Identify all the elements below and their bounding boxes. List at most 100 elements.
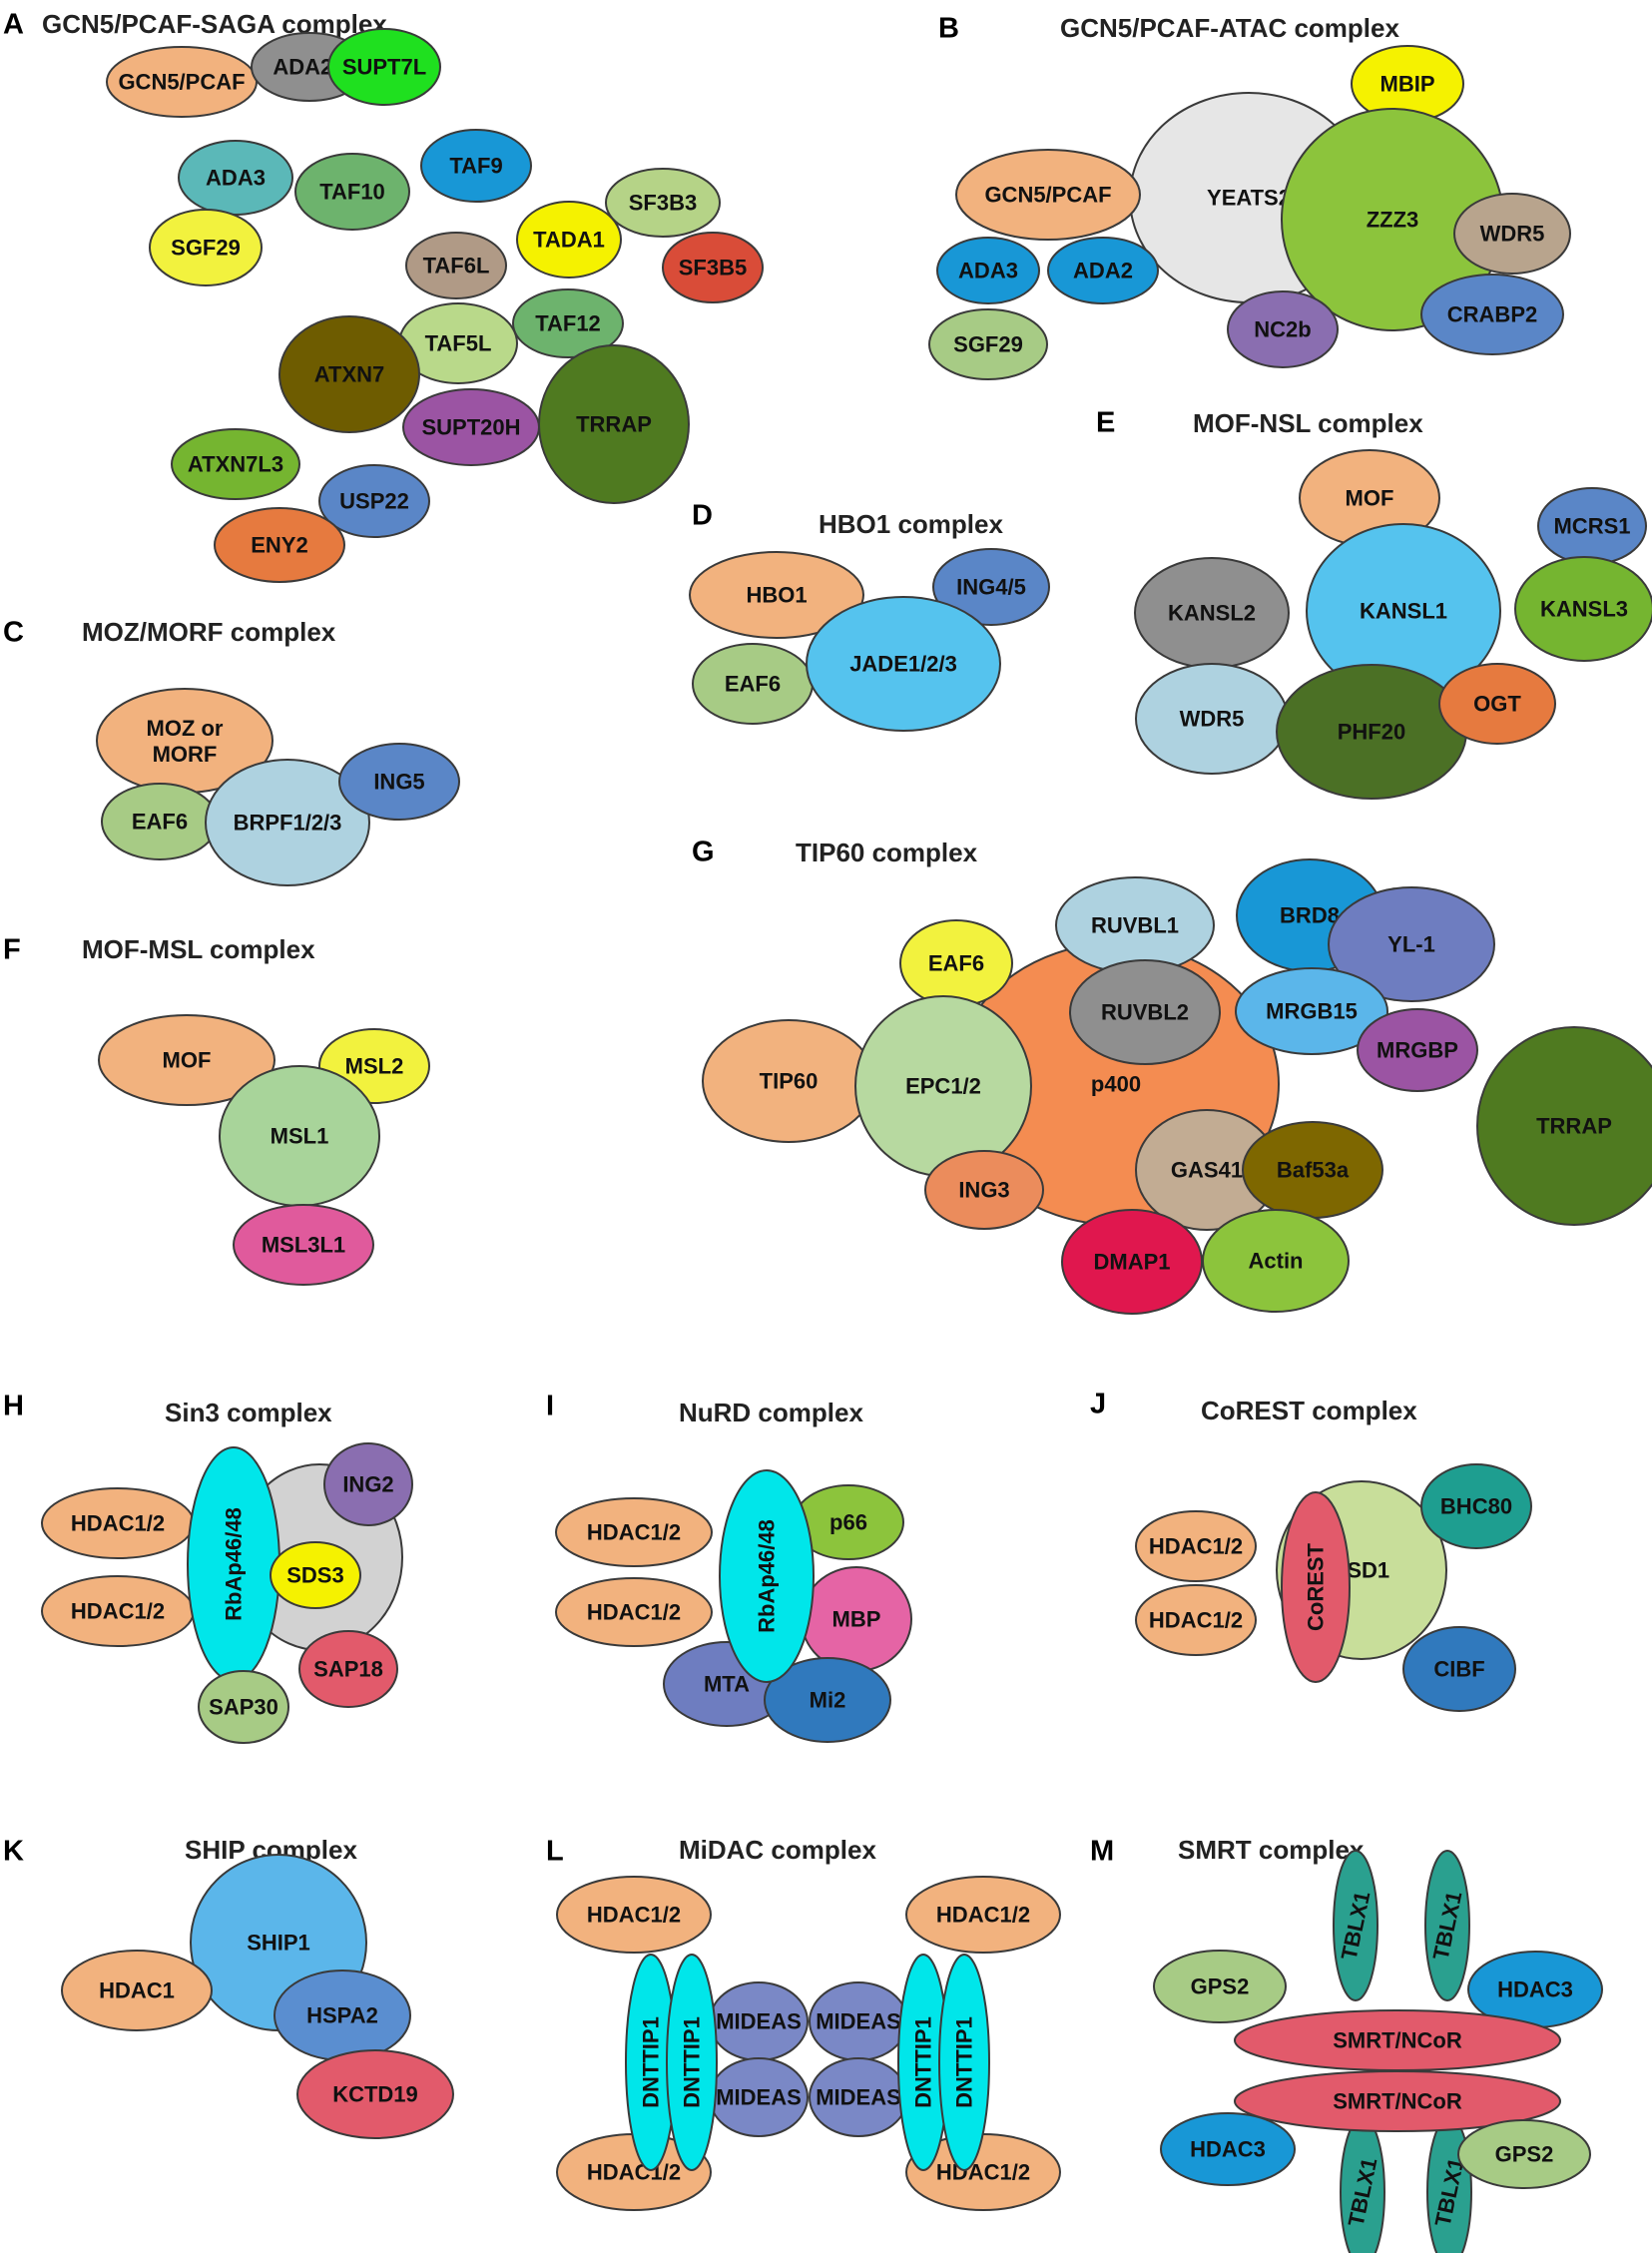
panel-letter: E [1096, 407, 1115, 439]
protein-label: ZZZ3 [1367, 208, 1419, 233]
protein-label: RbAp46/48 [755, 1519, 780, 1633]
panel-letter: A [3, 9, 24, 41]
protein-kansl3: KANSL3 [1514, 556, 1652, 662]
protein-label: SHIP1 [247, 1931, 310, 1956]
protein-label: SGF29 [953, 332, 1023, 357]
protein-label: CRABP2 [1447, 302, 1537, 327]
protein-wdr5-shape [1453, 193, 1571, 275]
protein-actin: Actin [1202, 1209, 1350, 1313]
protein-label: SDS3 [286, 1563, 343, 1588]
protein-gas41: GAS41 [1135, 1109, 1279, 1231]
protein-mideas: MIDEAS [709, 1981, 809, 2061]
protein-label: MBIP [1380, 72, 1435, 97]
protein-label: HDAC1/2 [71, 1511, 165, 1536]
protein-mrgbp: MRGBP [1357, 1008, 1478, 1092]
protein-mbip: MBIP [1351, 45, 1464, 123]
panel-title: MOZ/MORF complex [82, 617, 336, 647]
protein-label: MSL3L1 [262, 1233, 345, 1258]
protein-label: MIDEAS [716, 2009, 802, 2034]
protein-tada1: TADA1 [516, 201, 622, 279]
protein-label: MSL1 [271, 1124, 329, 1149]
protein-ada2-shape [1047, 237, 1159, 304]
protein-label: MBP [832, 1607, 881, 1632]
protein-kansl3-shape [1514, 556, 1652, 662]
protein-corest: CoREST [1281, 1491, 1351, 1683]
protein-jade1-2-3-shape [806, 596, 1001, 732]
protein-label: p400 [1091, 1072, 1141, 1097]
panel-title: HBO1 complex [819, 509, 1003, 539]
protein-label: ADA3 [958, 259, 1018, 283]
panel-title: MOF-MSL complex [82, 934, 315, 964]
protein-label: RbAp46/48 [222, 1507, 247, 1621]
protein-label: YEATS2 [1207, 186, 1291, 211]
protein-label: BRD8 [1280, 903, 1340, 928]
protein-label: DMAP1 [1093, 1250, 1170, 1275]
protein-hspa2: HSPA2 [274, 1970, 411, 2061]
protein-label: GCN5/PCAF [984, 183, 1111, 208]
protein-label: DNTTIP1 [639, 2016, 664, 2108]
protein-label: MSL2 [345, 1054, 404, 1079]
protein-label: ING3 [958, 1178, 1009, 1203]
panel-letter: D [692, 500, 713, 532]
protein-rbap46-48-shape [719, 1469, 815, 1683]
protein-label: GCN5/PCAF [118, 70, 245, 95]
panel-title: GCN5/PCAF-ATAC complex [1060, 13, 1399, 43]
protein-label: USP22 [339, 489, 409, 514]
protein-hdac1-2-shape [555, 1497, 713, 1567]
protein-usp22-shape [318, 464, 430, 538]
protein-label: PHF20 [1338, 720, 1405, 745]
protein-hdac1-2: HDAC1/2 [41, 1487, 195, 1559]
protein-yl-1: YL-1 [1328, 886, 1495, 1002]
protein-label: OGT [1473, 692, 1521, 717]
protein-taf9-shape [420, 129, 532, 203]
protein-ada3: ADA3 [178, 140, 293, 216]
protein-taf12: TAF12 [512, 288, 624, 358]
protein-label: TAF5L [425, 331, 492, 356]
protein-hdac3-shape [1160, 2112, 1296, 2186]
panel-title: Sin3 complex [165, 1398, 332, 1427]
protein-hdac1-2: HDAC1/2 [1135, 1584, 1257, 1656]
protein-label: KANSL3 [1540, 597, 1628, 622]
protein-hbo1: HBO1 [689, 551, 864, 639]
protein-label: MOF [1346, 486, 1394, 511]
protein-label: SF3B3 [629, 191, 697, 216]
protein-sgf29-shape [149, 209, 263, 286]
protein-mbp: MBP [801, 1566, 912, 1672]
protein-hdac1-2-shape [905, 1876, 1061, 1954]
protein-label: HDAC1/2 [71, 1599, 165, 1624]
protein-sap30-shape [198, 1670, 289, 1744]
protein-taf9: TAF9 [420, 129, 532, 203]
panel-letter: L [546, 1836, 564, 1868]
protein-label: EAF6 [132, 810, 188, 835]
protein-gcn5-pcaf-shape [955, 149, 1141, 241]
protein-kansl1: KANSL1 [1306, 523, 1501, 699]
protein-actin-shape [1202, 1209, 1350, 1313]
protein-label: HDAC1/2 [936, 1903, 1030, 1928]
protein-ing4-5: ING4/5 [932, 548, 1050, 626]
protein-label: TADA1 [533, 228, 605, 253]
protein-hdac3: HDAC3 [1160, 2112, 1296, 2186]
protein-hdac1-2: HDAC1/2 [905, 1876, 1061, 1954]
protein-hdac1-2-shape [1135, 1584, 1257, 1656]
protein-mi2-shape [764, 1657, 891, 1743]
protein-sgf29: SGF29 [149, 209, 263, 286]
protein-mideas: MIDEAS [809, 1981, 908, 2061]
protein-label: HDAC1/2 [587, 1520, 681, 1545]
protein-label: BRPF1/2/3 [234, 811, 342, 836]
protein-label: TRRAP [1536, 1114, 1612, 1139]
protein-label: HDAC1/2 [587, 1903, 681, 1928]
protein-brpf1-2-3-shape [205, 759, 370, 886]
protein-taf6l-shape [405, 232, 507, 299]
protein-label: ING5 [373, 770, 424, 795]
protein-wdr5: WDR5 [1453, 193, 1571, 275]
protein-sgf29-shape [928, 308, 1048, 380]
protein-label: SGF29 [171, 236, 241, 261]
protein-dmap1: DMAP1 [1061, 1209, 1203, 1315]
